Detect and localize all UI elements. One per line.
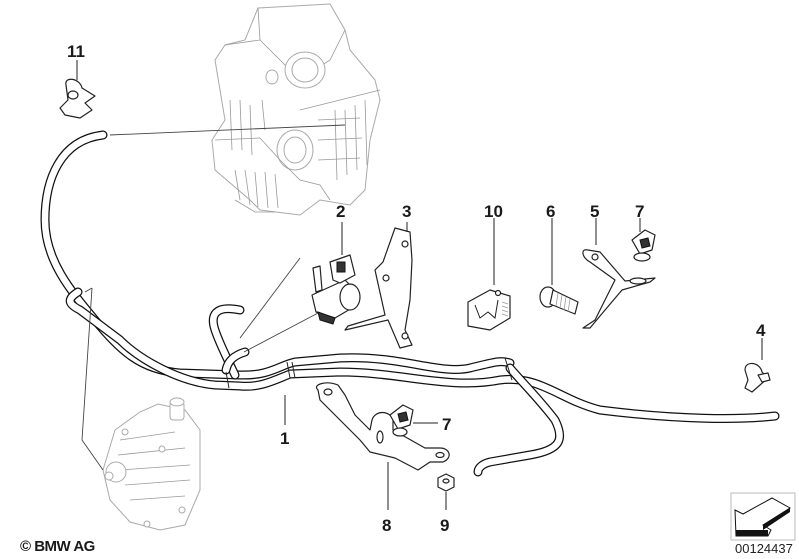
callout-7-middle: 7 <box>442 415 451 434</box>
callout-8: 8 <box>382 516 391 535</box>
bracket-8 <box>316 382 450 471</box>
air-filter-housing <box>211 3 381 216</box>
callout-7-top: 7 <box>635 202 644 221</box>
callout-11: 11 <box>67 42 85 61</box>
callout-9: 9 <box>440 516 449 535</box>
pressure-converter <box>311 254 361 325</box>
callout-leaders <box>76 60 763 510</box>
hose-clip-11 <box>59 78 96 119</box>
arrow-left-down-icon[interactable] <box>730 492 796 541</box>
copyright-text: © BMW AG <box>20 538 95 555</box>
callout-6: 6 <box>546 202 555 221</box>
callout-3: 3 <box>402 202 411 221</box>
callout-5: 5 <box>590 202 599 221</box>
vacuum-pump <box>102 397 201 531</box>
bracket-3 <box>344 227 413 349</box>
clip-nut-7-middle <box>389 404 414 437</box>
callout-2: 2 <box>336 202 345 221</box>
document-number: 00124437 <box>735 541 793 556</box>
holder-5 <box>582 249 656 329</box>
nut-9 <box>437 473 455 492</box>
bolt-6 <box>539 286 579 315</box>
leader-lines <box>81 124 346 471</box>
callout-10: 10 <box>484 202 503 221</box>
holder-clip-10 <box>467 289 511 331</box>
callout-4: 4 <box>756 321 766 340</box>
vacuum-hose-assembly <box>40 130 780 477</box>
clip-nut-7-top <box>631 229 656 262</box>
hose-clip-4 <box>744 362 771 393</box>
callout-1: 1 <box>280 429 289 448</box>
